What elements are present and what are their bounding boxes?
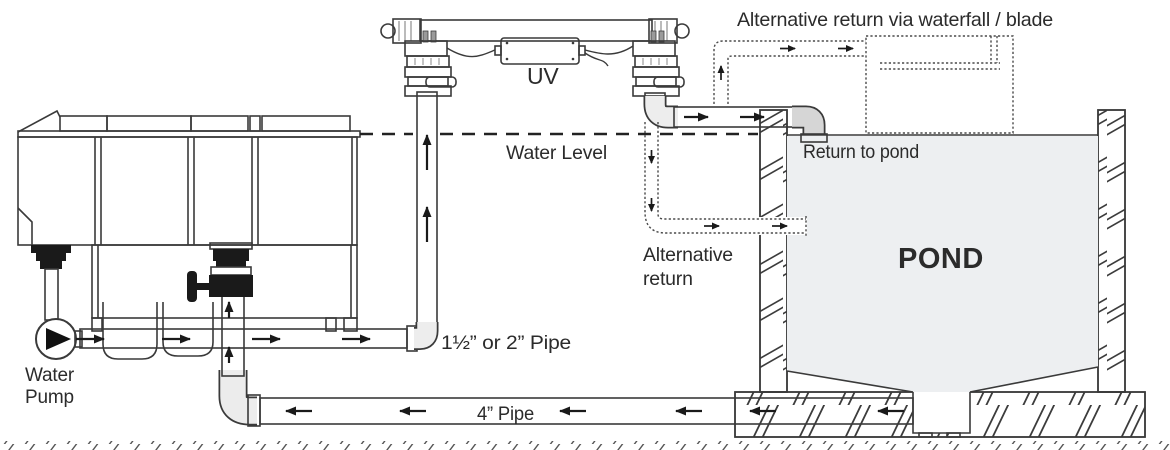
label-uv: UV [527, 63, 559, 89]
label-pipe-large: 4” Pipe [477, 403, 534, 425]
label-water-pump-1: Water [25, 365, 75, 386]
uv-unit [380, 18, 690, 97]
filter-lid-gap [249, 115, 261, 132]
label-pond: POND [898, 243, 984, 275]
filter-lid [59, 115, 108, 132]
uv-tube [419, 19, 653, 42]
return-outlet-flange [800, 133, 828, 143]
pipe-pump-to-uv [79, 91, 439, 352]
label-return-to-pond: Return to pond [803, 141, 919, 163]
label-water-pump-2: Pump [25, 387, 74, 408]
label-water-level: Water Level [506, 142, 607, 164]
valve-handle [653, 76, 685, 88]
uv-outlet-valve [632, 66, 685, 97]
filter-base [91, 244, 358, 319]
valve-handle [425, 76, 457, 88]
uv-wires [446, 45, 634, 67]
waterfall-blade-outline [865, 35, 1014, 134]
alt-return-wall-pass [661, 217, 807, 235]
alt-return-pipe [644, 122, 807, 236]
filter-inlet-riser-pipe [221, 295, 245, 377]
filter-box [17, 109, 361, 360]
pond-wall-right [1097, 109, 1126, 393]
pond-wall-left [759, 109, 788, 393]
bottom-drain-sump [912, 392, 971, 438]
filter-inlet-valve [187, 242, 253, 377]
dotted-flow-arrows [648, 45, 854, 230]
uv-ballast-box [494, 37, 586, 65]
water-pump [35, 318, 83, 360]
pump-icon [46, 328, 71, 350]
filter-lid [106, 115, 192, 132]
valve-handle [187, 271, 197, 302]
alt-return-waterfall-pipe [713, 35, 1014, 134]
pond-floor-lines [786, 134, 1099, 393]
label-pipe-small: 1½” or 2” Pipe [441, 332, 571, 354]
flow-arrows [76, 112, 904, 416]
filter-sump-tub [102, 302, 158, 360]
pond [734, 109, 1146, 438]
pond-water [787, 136, 1098, 392]
valve-body [209, 275, 253, 297]
filter-lid [190, 115, 249, 132]
filter-sloped-lid [17, 109, 61, 133]
pipe-4-inch [218, 370, 914, 427]
label-alt-return-2: return [643, 268, 693, 290]
filter-lid [261, 115, 351, 132]
filter-rim [17, 130, 361, 138]
label-alt-return-1: Alternative [643, 244, 733, 266]
uv-inlet-valve [404, 66, 457, 97]
filter-chamber-dividers [94, 137, 353, 245]
filter-outlet-bulkhead [31, 245, 71, 321]
pipe-return-to-pond [643, 92, 828, 143]
label-alt-return-waterfall: Alternative return via waterfall / blade [737, 9, 1053, 31]
ground-hatch-strip [0, 441, 1170, 450]
